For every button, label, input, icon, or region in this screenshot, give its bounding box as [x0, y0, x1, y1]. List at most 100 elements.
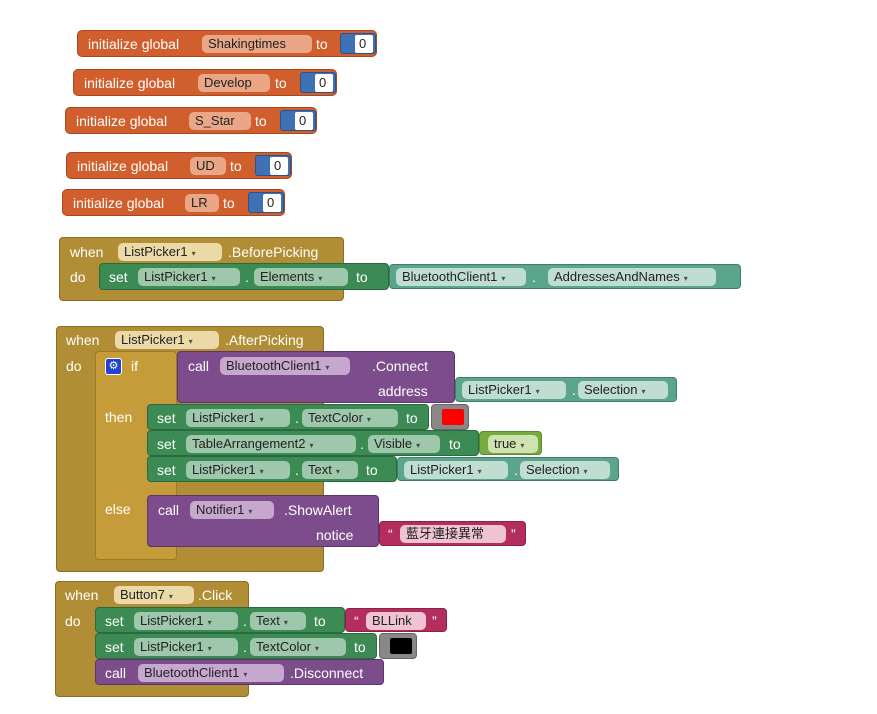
number-block[interactable]: 0 [340, 33, 376, 54]
dot-label: . [243, 639, 247, 655]
property-dropdown[interactable]: Selection▾ [520, 461, 610, 479]
when-label: when [70, 244, 104, 260]
property-dropdown[interactable]: TextColor▾ [250, 638, 346, 656]
init-global-label: initialize global [84, 75, 176, 91]
global-name-field[interactable]: LR [185, 194, 219, 212]
property-dropdown[interactable]: TextColor▾ [302, 409, 398, 427]
component-dropdown[interactable]: ListPicker1▾ [134, 612, 238, 630]
init-global-s-star-block[interactable]: initialize global S_Star to 0 [65, 107, 317, 134]
set-label: set [105, 613, 124, 629]
text-string-block[interactable]: “ 藍牙連接異常 ” [379, 521, 526, 546]
property-dropdown[interactable]: Text▾ [302, 461, 358, 479]
set-label: set [105, 639, 124, 655]
get-selection-block[interactable]: ListPicker1▾ . Selection▾ [455, 377, 677, 402]
to-label: to [314, 613, 326, 629]
init-global-ud-block[interactable]: initialize global UD to 0 [66, 152, 292, 179]
property-dropdown[interactable]: Visible▾ [368, 435, 440, 453]
call-disconnect-block[interactable]: call BluetoothClient1▾ .Disconnect [95, 659, 384, 685]
do-label: do [70, 269, 86, 285]
text-string-block[interactable]: “ BLLink ” [345, 608, 447, 632]
quote-close: ” [432, 613, 437, 629]
component-dropdown[interactable]: ListPicker1▾ [118, 243, 222, 261]
number-field[interactable]: 0 [295, 112, 313, 130]
init-global-develop-block[interactable]: initialize global Develop to 0 [73, 69, 337, 96]
dot-label: . [532, 269, 536, 285]
when-label: when [66, 332, 100, 348]
init-global-shakingtimes-block[interactable]: initialize global Shakingtimes to 0 [77, 30, 377, 57]
event-name: .Click [198, 587, 233, 603]
init-global-lr-block[interactable]: initialize global LR to 0 [62, 189, 285, 216]
number-field[interactable]: 0 [270, 157, 288, 175]
to-label: to [275, 75, 287, 91]
number-field[interactable]: 0 [315, 74, 333, 92]
number-block[interactable]: 0 [255, 155, 291, 176]
set-elements-block[interactable]: set ListPicker1▾ . Elements▾ to [99, 263, 389, 290]
to-label: to [255, 113, 267, 129]
number-block[interactable]: 0 [300, 72, 336, 93]
global-name-field[interactable]: Develop [198, 74, 270, 92]
method-name: .Connect [372, 358, 429, 374]
then-label: then [105, 409, 133, 425]
component-dropdown[interactable]: ListPicker1▾ [462, 381, 566, 399]
set-label: set [157, 462, 176, 478]
number-block[interactable]: 0 [248, 192, 284, 213]
dot-label: . [572, 382, 576, 398]
to-label: to [449, 436, 461, 452]
boolean-true-block[interactable]: true▾ [479, 431, 542, 455]
component-dropdown[interactable]: ListPicker1▾ [186, 409, 290, 427]
color-swatch[interactable] [390, 638, 412, 654]
color-swatch[interactable] [442, 409, 464, 425]
property-dropdown[interactable]: Selection▾ [578, 381, 668, 399]
mutator-gear-icon[interactable]: ⚙ [105, 358, 122, 375]
component-dropdown[interactable]: Notifier1▾ [190, 501, 274, 519]
number-field[interactable]: 0 [263, 194, 281, 212]
component-dropdown[interactable]: ListPicker1▾ [186, 461, 290, 479]
component-dropdown[interactable]: BluetoothClient1▾ [220, 357, 350, 375]
color-red-block[interactable] [431, 404, 469, 430]
get-addresses-block[interactable]: BluetoothClient1▾ . AddressesAndNames▾ [389, 264, 741, 289]
boolean-dropdown[interactable]: true▾ [488, 435, 538, 453]
set-textcolor-block[interactable]: set ListPicker1▾ . TextColor▾ to [147, 404, 429, 430]
init-global-label: initialize global [76, 113, 168, 129]
to-label: to [406, 410, 418, 426]
set-text-block[interactable]: set ListPicker1▾ . Text▾ to [95, 607, 345, 633]
set-textcolor-block[interactable]: set ListPicker1▾ . TextColor▾ to [95, 633, 377, 659]
call-label: call [105, 665, 127, 681]
call-showalert-block[interactable]: call Notifier1▾ .ShowAlert notice [147, 495, 379, 547]
global-name-field[interactable]: S_Star [189, 112, 251, 130]
set-text-block[interactable]: set ListPicker1▾ . Text▾ to [147, 456, 397, 482]
call-connect-block[interactable]: call BluetoothClient1▾ .Connect address [177, 351, 455, 403]
text-field[interactable]: BLLink [366, 612, 426, 630]
if-label: if [131, 358, 138, 374]
dot-label: . [295, 462, 299, 478]
when-label: when [65, 587, 99, 603]
text-field[interactable]: 藍牙連接異常 [400, 525, 506, 543]
dot-label: . [514, 462, 518, 478]
component-dropdown[interactable]: ListPicker1▾ [404, 461, 508, 479]
to-label: to [366, 462, 378, 478]
property-dropdown[interactable]: Text▾ [250, 612, 306, 630]
number-block[interactable]: 0 [280, 110, 316, 131]
component-dropdown[interactable]: Button7▾ [114, 586, 194, 604]
component-dropdown[interactable]: ListPicker1▾ [115, 331, 219, 349]
property-dropdown[interactable]: AddressesAndNames▾ [548, 268, 716, 286]
to-label: to [356, 269, 368, 285]
number-field[interactable]: 0 [355, 35, 373, 53]
component-dropdown[interactable]: TableArrangement2▾ [186, 435, 356, 453]
global-name-field[interactable]: Shakingtimes [202, 35, 312, 53]
component-dropdown[interactable]: BluetoothClient1▾ [396, 268, 526, 286]
component-dropdown[interactable]: ListPicker1▾ [138, 268, 240, 286]
global-name-field[interactable]: UD [190, 157, 226, 175]
dot-label: . [360, 436, 364, 452]
method-name: .Disconnect [290, 665, 364, 681]
to-label: to [354, 639, 366, 655]
do-label: do [66, 358, 82, 374]
notice-param-label: notice [316, 527, 354, 543]
component-dropdown[interactable]: ListPicker1▾ [134, 638, 238, 656]
get-selection-block[interactable]: ListPicker1▾ . Selection▾ [397, 457, 619, 481]
color-black-block[interactable] [379, 633, 417, 659]
set-visible-block[interactable]: set TableArrangement2▾ . Visible▾ to [147, 430, 479, 456]
quote-open: “ [354, 613, 359, 629]
component-dropdown[interactable]: BluetoothClient1▾ [138, 664, 284, 682]
property-dropdown[interactable]: Elements▾ [254, 268, 348, 286]
